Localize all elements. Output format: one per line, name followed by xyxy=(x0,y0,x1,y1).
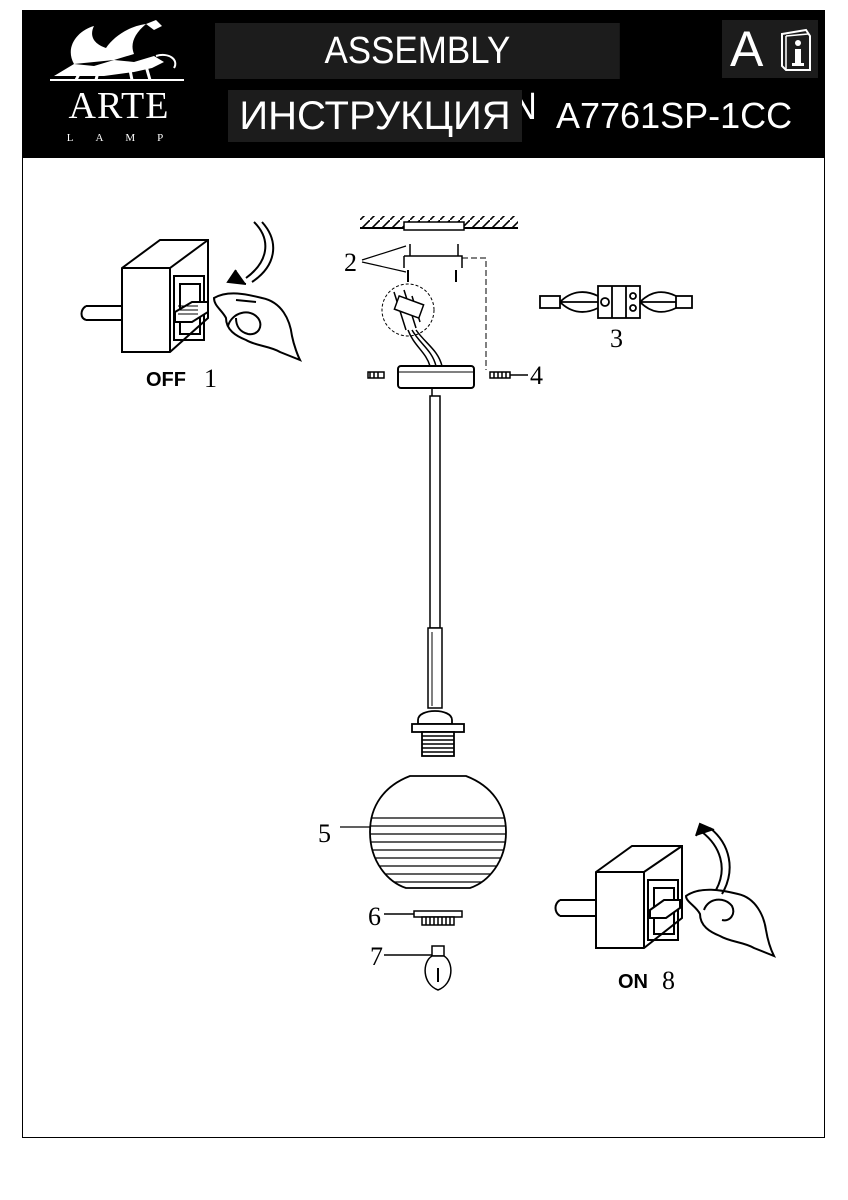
language-letter: A xyxy=(730,21,764,77)
hand-icon xyxy=(212,292,303,362)
light-bulb-icon xyxy=(384,945,452,991)
step8-state-label: ON xyxy=(618,971,648,993)
griffin-logo-icon xyxy=(50,20,184,81)
page-frame xyxy=(22,10,825,1138)
hand-icon xyxy=(684,888,777,958)
arrow-icon xyxy=(695,822,731,895)
step1-state-label: OFF xyxy=(146,369,186,391)
part-label-4: 4 xyxy=(530,361,543,390)
step1-number: 1 xyxy=(204,364,217,393)
part-label-3: 3 xyxy=(610,324,623,353)
info-book-icon xyxy=(781,28,811,71)
logo-word: ARTE xyxy=(68,85,170,127)
lamp-socket-icon xyxy=(411,710,465,757)
screw-icon xyxy=(367,371,528,379)
terminal-block-icon xyxy=(539,285,693,319)
light-switch-icon xyxy=(80,239,209,353)
arrow-icon xyxy=(226,221,275,285)
title-russian: ИНСТРУКЦИЯ xyxy=(228,90,522,142)
step8-number: 8 xyxy=(662,966,675,995)
brand-logo: ARTE LAMP xyxy=(34,16,204,146)
model-number: A7761SP-1CC xyxy=(556,95,793,136)
ceiling-mount-icon xyxy=(360,216,518,389)
light-switch-icon xyxy=(554,845,683,949)
part-label-5: 5 xyxy=(318,819,331,848)
part-label-6: 6 xyxy=(368,902,381,931)
logo-subtitle: LAMP xyxy=(66,132,186,144)
glass-shade-icon xyxy=(340,775,507,889)
part-label-7: 7 xyxy=(370,942,383,971)
language-badge: A xyxy=(722,20,818,78)
shade-ring-icon xyxy=(384,910,463,926)
pendant-cord xyxy=(427,388,443,709)
part-label-2: 2 xyxy=(344,248,357,277)
